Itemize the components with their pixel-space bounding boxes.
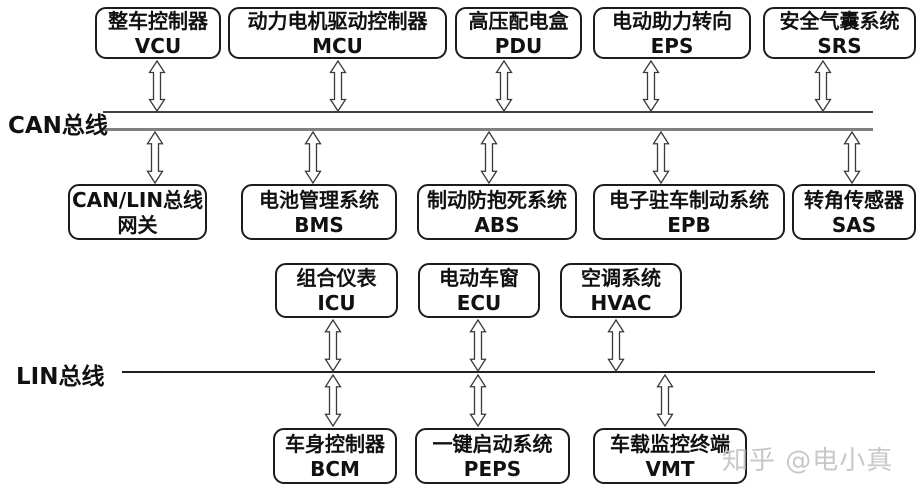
can-bus-line-2 bbox=[103, 128, 873, 131]
node-vcu: 整车控制器 VCU bbox=[95, 7, 221, 59]
node-peps-code: PEPS bbox=[463, 456, 522, 481]
node-eps: 电动助力转向 EPS bbox=[593, 7, 751, 59]
node-abs-code: ABS bbox=[474, 212, 520, 237]
node-mcu-name: 动力电机驱动控制器 bbox=[247, 8, 428, 33]
node-pdu-name: 高压配电盒 bbox=[468, 8, 569, 33]
node-mcu-code: MCU bbox=[312, 33, 363, 58]
node-bms-code: BMS bbox=[294, 212, 344, 237]
node-hvac-code: HVAC bbox=[590, 291, 652, 315]
node-abs-name: 制动防抱死系统 bbox=[427, 187, 567, 212]
watermark: 知乎 @电小真 bbox=[722, 446, 894, 476]
node-icu-code: ICU bbox=[317, 291, 356, 315]
double-arrow-icon-can-gateway bbox=[146, 131, 164, 184]
double-arrow-icon-can-bms bbox=[304, 131, 322, 184]
double-arrow-icon-can-epb bbox=[652, 131, 670, 184]
node-epb-code: EPB bbox=[667, 212, 711, 237]
node-epb-name: 电子驻车制动系统 bbox=[609, 187, 769, 212]
node-gateway-name: CAN/LIN总线 bbox=[71, 187, 204, 212]
node-abs: 制动防抱死系统 ABS bbox=[417, 184, 577, 240]
node-bms-name: 电池管理系统 bbox=[259, 187, 379, 212]
double-arrow-icon-vcu-can bbox=[148, 60, 166, 112]
node-vcu-name: 整车控制器 bbox=[108, 8, 208, 33]
node-eps-name: 电动助力转向 bbox=[612, 8, 732, 33]
node-sas-name: 转角传感器 bbox=[804, 187, 904, 212]
node-pdu: 高压配电盒 PDU bbox=[455, 7, 582, 59]
node-bms: 电池管理系统 BMS bbox=[241, 184, 397, 240]
double-arrow-icon-mcu-can bbox=[329, 60, 347, 112]
double-arrow-icon-icu-lin bbox=[324, 319, 342, 372]
double-arrow-icon-can-sas bbox=[843, 131, 861, 184]
double-arrow-icon-lin-vmt bbox=[656, 374, 674, 427]
node-ecu-name: 电动车窗 bbox=[439, 266, 519, 290]
double-arrow-icon-eps-can bbox=[642, 60, 660, 112]
double-arrow-icon-pdu-can bbox=[495, 60, 513, 112]
double-arrow-icon-lin-peps bbox=[469, 374, 487, 427]
node-gateway: CAN/LIN总线 网关 bbox=[68, 184, 207, 240]
node-sas-code: SAS bbox=[831, 212, 877, 237]
node-sas: 转角传感器 SAS bbox=[792, 184, 916, 240]
node-hvac: 空调系统 HVAC bbox=[560, 263, 682, 318]
node-ecu-code: ECU bbox=[456, 291, 502, 315]
node-srs: 安全气囊系统 SRS bbox=[763, 7, 916, 59]
double-arrow-icon-srs-can bbox=[814, 60, 832, 112]
node-bcm: 车身控制器 BCM bbox=[273, 428, 397, 484]
node-srs-name: 安全气囊系统 bbox=[779, 8, 900, 33]
node-vmt: 车载监控终端 VMT bbox=[593, 428, 747, 484]
node-icu-name: 组合仪表 bbox=[296, 266, 377, 290]
node-srs-code: SRS bbox=[817, 33, 862, 58]
can-bus-line-1 bbox=[103, 111, 873, 113]
node-vmt-name: 车载监控终端 bbox=[610, 431, 730, 456]
node-icu: 组合仪表 ICU bbox=[275, 263, 398, 318]
node-bcm-code: BCM bbox=[310, 456, 360, 481]
node-epb: 电子驻车制动系统 EPB bbox=[593, 184, 785, 240]
node-gateway-code: 网关 bbox=[117, 212, 158, 237]
node-pdu-code: PDU bbox=[494, 33, 543, 58]
node-ecu: 电动车窗 ECU bbox=[418, 263, 540, 318]
double-arrow-icon-can-abs bbox=[480, 131, 498, 184]
can-bus-label: CAN总线 bbox=[8, 113, 108, 139]
double-arrow-icon-ecu-lin bbox=[469, 319, 487, 372]
double-arrow-icon-lin-bcm bbox=[324, 374, 342, 427]
node-mcu: 动力电机驱动控制器 MCU bbox=[228, 7, 447, 59]
lin-bus-line bbox=[122, 371, 875, 373]
node-peps: 一键启动系统 PEPS bbox=[415, 428, 570, 484]
node-eps-code: EPS bbox=[650, 33, 694, 58]
node-bcm-name: 车身控制器 bbox=[285, 431, 385, 456]
double-arrow-icon-hvac-lin bbox=[607, 319, 625, 372]
node-peps-name: 一键启动系统 bbox=[432, 431, 553, 456]
node-vmt-code: VMT bbox=[645, 456, 695, 481]
node-vcu-code: VCU bbox=[134, 33, 182, 58]
lin-bus-label: LIN总线 bbox=[16, 364, 105, 390]
node-hvac-name: 空调系统 bbox=[581, 266, 661, 290]
